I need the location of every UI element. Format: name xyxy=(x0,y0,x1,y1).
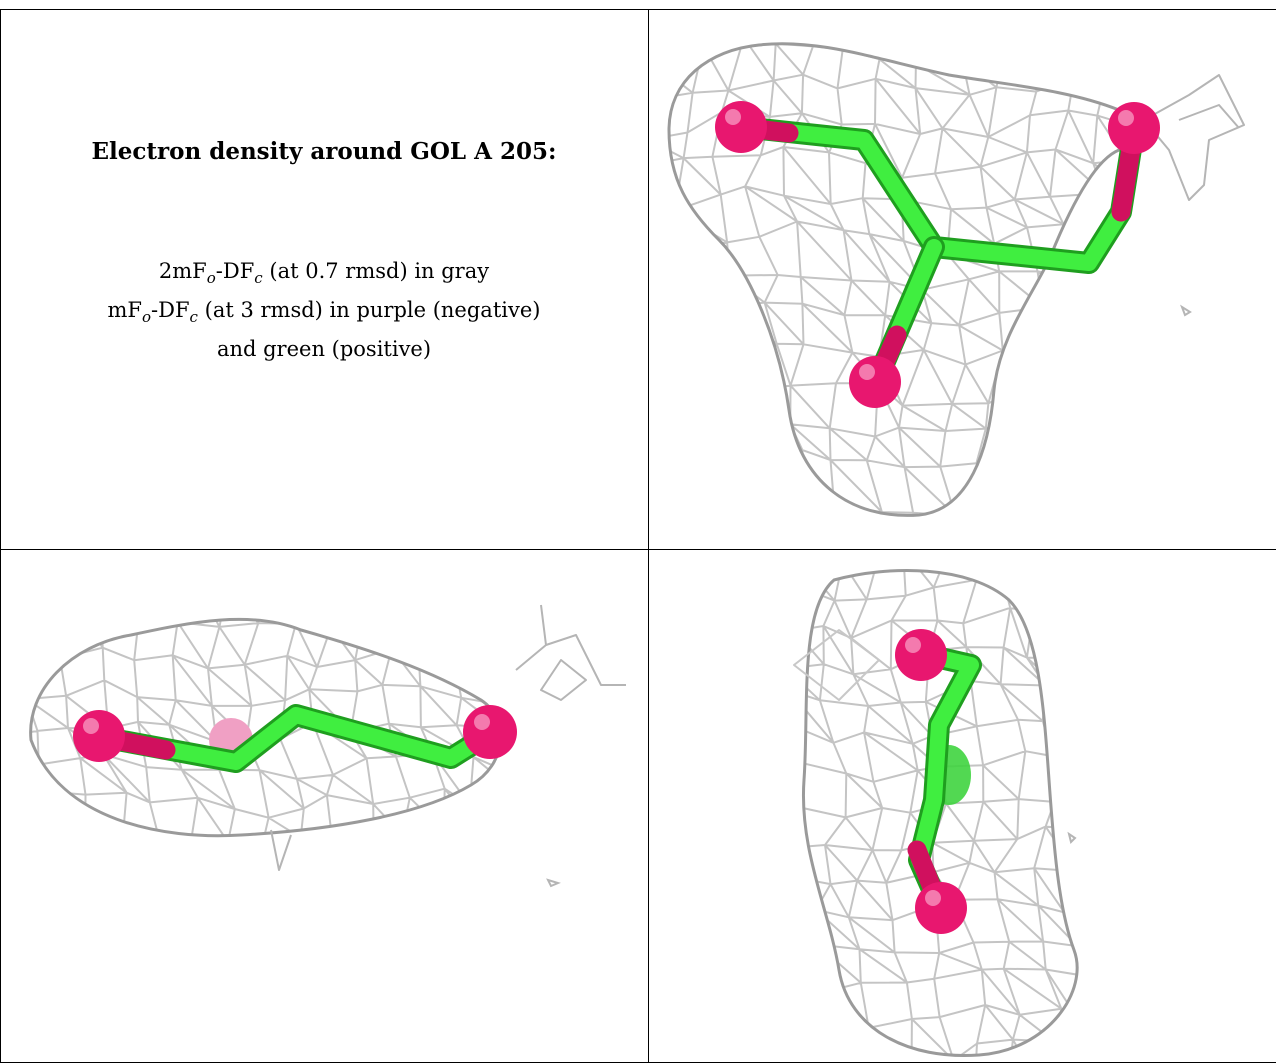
glycerol-model xyxy=(715,101,1160,408)
caption-title: Electron density around GOL A 205: xyxy=(91,138,557,165)
grid-line-center xyxy=(648,9,649,1063)
oxygen-atom xyxy=(915,882,967,934)
grid-line-middle xyxy=(0,549,1276,550)
grid-line-left xyxy=(0,9,1,1063)
density-mesh xyxy=(667,42,1245,517)
view-bottom-left xyxy=(1,550,648,1062)
legend-line-2mfo: 2mFo-DFc (at 0.7 rmsd) in gray xyxy=(158,259,490,288)
density-mesh xyxy=(29,604,626,871)
glycerol-model xyxy=(73,704,517,773)
oxygen-atom xyxy=(849,356,901,408)
oxygen-atom xyxy=(1108,102,1160,154)
legend-line-mfo: mFo-DFc (at 3 rmsd) in purple (negative) xyxy=(107,298,541,327)
grid-line-top xyxy=(0,9,1276,10)
density-view-side xyxy=(793,569,1079,1058)
density-view-top xyxy=(667,42,1245,517)
small-blob xyxy=(546,878,561,888)
density-mesh xyxy=(793,569,1079,1058)
glycerol-model xyxy=(895,629,982,934)
small-blob xyxy=(1180,304,1192,317)
view-top-right xyxy=(649,10,1276,549)
oxygen-atom xyxy=(463,705,517,759)
view-bottom-right xyxy=(649,550,1276,1062)
caption-cell: Electron density around GOL A 205: 2mFo-… xyxy=(0,10,648,549)
density-view-front xyxy=(29,604,626,888)
small-blob xyxy=(1067,831,1077,844)
oxygen-atom xyxy=(895,629,947,681)
oxygen-atom xyxy=(73,710,125,762)
caption-legend: 2mFo-DFc (at 0.7 rmsd) in gray mFo-DFc (… xyxy=(0,255,648,365)
legend-line-3: and green (positive) xyxy=(216,337,432,362)
oxygen-atom xyxy=(715,101,767,153)
